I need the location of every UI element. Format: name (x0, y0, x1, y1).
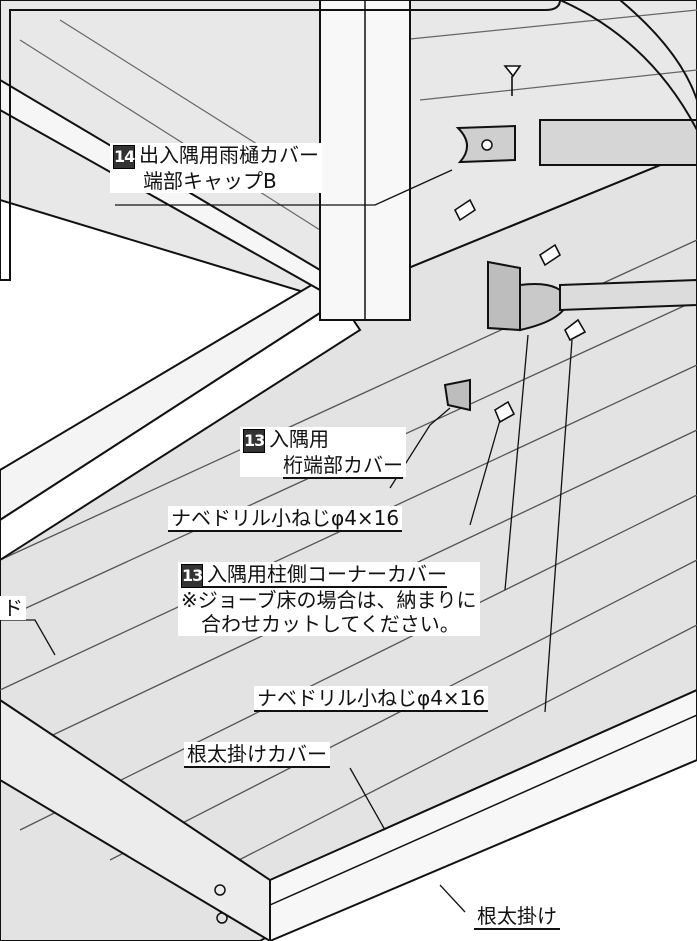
leader-lines (0, 169, 573, 913)
label-joist: 根太掛け (474, 904, 560, 930)
corner-cover-title: 入隅用柱側コーナーカバー (207, 562, 447, 586)
gutter-cap-line2: 端部キャップB (143, 168, 277, 193)
girder-cover-line2: 桁端部カバー (283, 452, 403, 479)
part-number-badge: 14 (113, 144, 135, 169)
part-number-badge: 13 (243, 428, 265, 453)
label-joist-cover: 根太掛けカバー (184, 742, 330, 768)
girder-cover-line1: 入隅用 (269, 427, 329, 451)
gutter-channel (539, 119, 697, 166)
corner-cover-note2: 合わせカットしてください。 (201, 611, 460, 636)
label-screw-bottom: ナベドリル小ねじφ4×16 (254, 686, 489, 712)
corner-cover-part (487, 260, 521, 332)
gutter-cap-line1: 出入隅用雨樋カバー (139, 143, 319, 167)
corner-cover-note1: ※ジョーブ床の場合は、納まりに (181, 587, 477, 612)
part-number-badge: 13 (181, 563, 203, 588)
screws (453, 65, 587, 424)
label-screw-top: ナベドリル小ねじφ4×16 (168, 506, 403, 532)
front-joist (0, 698, 271, 941)
girder-cover-part (443, 378, 471, 412)
label-edge-fragment: ド (0, 596, 26, 620)
